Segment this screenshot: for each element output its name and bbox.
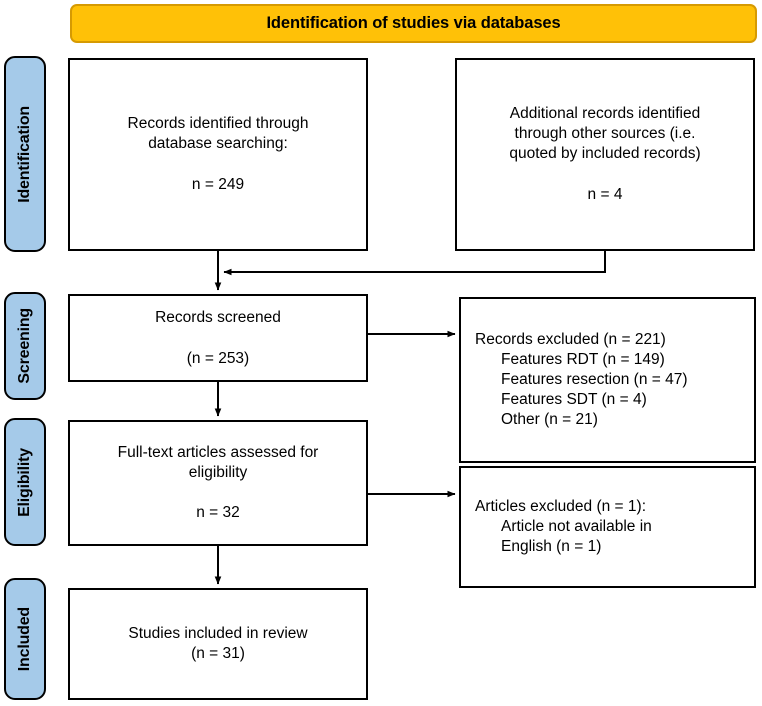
diagram-header-banner: Identification of studies via databases [70,4,757,43]
stage-label-text: Included [16,606,33,672]
stage-label-text: Identification [16,105,33,203]
box-count: (n = 31) [191,645,245,662]
box-line: Full-text articles assessed for [117,443,319,461]
exclusion-item: English (n = 1) [501,537,602,555]
box-line: eligibility [188,463,248,481]
box-records-excluded: Records excluded (n = 221) Features RDT … [459,297,756,463]
box-line: quoted by included records) [509,145,701,162]
exclusion-item: Article not available in [501,518,652,536]
box-line: Additional records identified [509,105,701,123]
banner-title: Identification of studies via databases [266,14,561,32]
box-count: n = 4 [587,185,623,203]
box-line: database searching: [148,135,288,153]
box-database-records: Records identified through database sear… [68,58,368,251]
stage-label-text: Screening [16,308,33,384]
stage-label-text: Eligibility [16,447,33,517]
arrow-other-to-screened [223,251,606,276]
stage-label-identification: Identification [4,56,46,252]
box-line: Records screened [155,308,281,326]
exclusion-item: Features SDT (n = 4) [501,390,647,408]
exclusion-item: Features resection (n = 47) [501,371,688,389]
box-line: through other sources (i.e. [514,125,696,143]
box-records-screened: Records screened (n = 253) [68,294,368,382]
box-articles-excluded: Articles excluded (n = 1): Article not a… [459,466,756,588]
box-line: Studies included in review [128,625,308,643]
exclusion-item: Features RDT (n = 149) [501,351,665,369]
box-full-text-assessed: Full-text articles assessed for eligibil… [68,420,368,546]
box-count: n = 249 [191,175,245,193]
box-count: (n = 253) [186,349,250,367]
stage-label-eligibility: Eligibility [4,418,46,546]
box-studies-included: Studies included in review (n = 31) [68,588,368,700]
exclusion-header: Records excluded (n = 221) [475,331,666,349]
stage-label-screening: Screening [4,292,46,400]
box-other-records: Additional records identified through ot… [455,58,755,251]
exclusion-item: Other (n = 21) [501,410,598,428]
box-line: Records identified through [127,115,309,133]
exclusion-header: Articles excluded (n = 1): [475,498,647,516]
stage-label-included: Included [4,578,46,700]
box-count: n = 32 [196,504,240,522]
